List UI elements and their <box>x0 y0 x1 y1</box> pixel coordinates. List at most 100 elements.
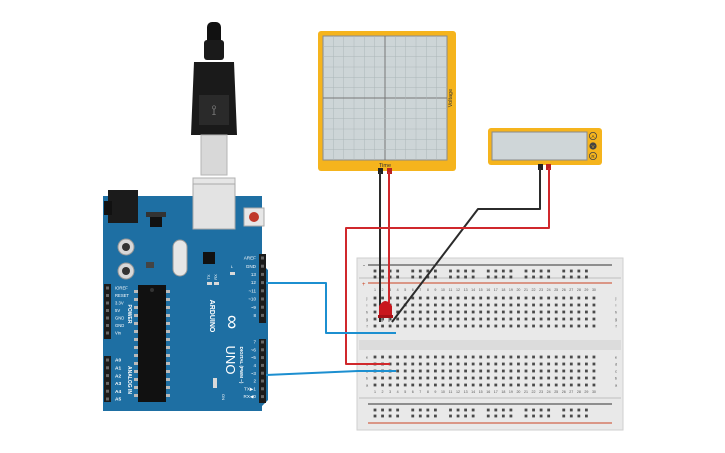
column-label: 12 <box>456 390 460 394</box>
breadboard-hole <box>569 296 573 300</box>
breadboard-hole <box>539 383 543 387</box>
power-pin-label: RESET <box>115 293 129 298</box>
rail-hole <box>577 275 581 279</box>
breadboard-hole <box>539 362 543 366</box>
breadboard-hole <box>456 362 460 366</box>
breadboard-hole <box>396 296 400 300</box>
breadboard-holes[interactable] <box>373 269 596 418</box>
digital-pin <box>261 348 264 352</box>
breadboard-hole <box>486 303 490 307</box>
led-icon[interactable] <box>378 301 393 322</box>
oscilloscope[interactable]: Time Voltage <box>318 31 456 174</box>
breadboard-hole <box>494 376 498 380</box>
rail-hole <box>434 275 437 279</box>
rail-hole <box>562 408 566 412</box>
rail-hole <box>539 414 543 418</box>
meter-black-wire <box>391 168 541 323</box>
rail-hole <box>585 275 588 279</box>
breadboard-hole <box>509 376 513 380</box>
analog-pin <box>106 381 109 385</box>
breadboard-hole <box>509 303 513 307</box>
breadboard-hole <box>434 376 437 380</box>
breadboard-hole <box>456 355 460 359</box>
multimeter-mode-r[interactable]: R <box>591 154 595 159</box>
column-label: 10 <box>441 390 445 394</box>
digital-pin <box>261 371 264 375</box>
rail-hole <box>524 275 528 279</box>
breadboard-hole <box>403 317 407 321</box>
breadboard[interactable]: - + 112233445566778899101011111212131314… <box>356 257 624 431</box>
arduino-model: UNO <box>223 346 238 375</box>
breadboard-hole <box>547 376 551 380</box>
breadboard-hole <box>403 362 407 366</box>
breadboard-hole <box>373 376 377 380</box>
breadboard-hole <box>471 324 475 328</box>
breadboard-hole <box>464 369 467 373</box>
row-label: a <box>615 383 618 388</box>
breadboard-hole <box>501 383 505 387</box>
digital-pin-label: 8 <box>253 313 256 318</box>
breadboard-hole <box>456 317 460 321</box>
row-label: h <box>615 310 617 315</box>
column-label: 23 <box>539 390 543 394</box>
multimeter-mode-v[interactable]: V <box>591 144 594 149</box>
breadboard-hole <box>501 296 505 300</box>
multimeter-mode-a[interactable]: A <box>591 134 594 139</box>
breadboard-hole <box>418 362 422 366</box>
analog-pin-label: A5 <box>115 397 121 403</box>
breadboard-labels: 1122334455667788991010111112121313141415… <box>366 288 618 394</box>
breadboard-hole <box>585 362 588 366</box>
breadboard-hole <box>464 324 467 328</box>
breadboard-hole <box>539 324 543 328</box>
d3-blue-wire <box>265 370 396 376</box>
digital-pin <box>261 281 264 285</box>
breadboard-hole <box>539 296 543 300</box>
column-label: 4 <box>397 288 399 292</box>
rail-hole <box>585 408 588 412</box>
breadboard-hole <box>449 369 452 373</box>
breadboard-hole <box>494 303 498 307</box>
rail-hole <box>539 269 543 273</box>
breadboard-hole <box>486 362 490 366</box>
rail-hole <box>456 275 460 279</box>
rail-hole <box>547 408 551 412</box>
digital-pin <box>261 379 264 383</box>
breadboard-hole <box>456 383 460 387</box>
column-label: 29 <box>584 288 588 292</box>
breadboard-hole <box>411 376 415 380</box>
column-label: 13 <box>464 288 468 292</box>
rail-hole <box>471 275 475 279</box>
multimeter[interactable]: A V R <box>488 128 602 170</box>
rail-hole <box>494 414 498 418</box>
rail-hole <box>532 414 535 418</box>
rail-hole <box>585 269 588 273</box>
rail-hole <box>569 408 573 412</box>
reset-button[interactable] <box>249 212 259 222</box>
rail-hole <box>509 275 513 279</box>
power-pin <box>106 294 109 297</box>
breadboard-hole <box>403 296 407 300</box>
breadboard-hole <box>577 317 581 321</box>
analog-pin <box>106 358 109 362</box>
breadboard-hole <box>434 317 437 321</box>
breadboard-hole <box>396 362 400 366</box>
rail-hole <box>388 414 392 418</box>
breadboard-hole <box>509 296 513 300</box>
column-label: 7 <box>419 390 421 394</box>
arduino-board[interactable]: TX RX L ON ∞ ARDUINO UNO DIGITAL (PWM ~)… <box>103 183 268 411</box>
column-label: 9 <box>434 288 436 292</box>
header-pins[interactable] <box>106 256 264 401</box>
breadboard-hole <box>517 383 520 387</box>
breadboard-hole <box>396 369 400 373</box>
breadboard-hole <box>517 303 520 307</box>
breadboard-hole <box>426 376 430 380</box>
wires[interactable] <box>265 168 550 376</box>
breadboard-hole <box>569 383 573 387</box>
tx-label: TX <box>206 274 211 279</box>
breadboard-hole <box>524 303 528 307</box>
digital-pin <box>261 272 264 276</box>
column-label: 27 <box>569 390 573 394</box>
breadboard-hole <box>449 362 452 366</box>
breadboard-hole <box>554 317 558 321</box>
breadboard-hole <box>403 369 407 373</box>
